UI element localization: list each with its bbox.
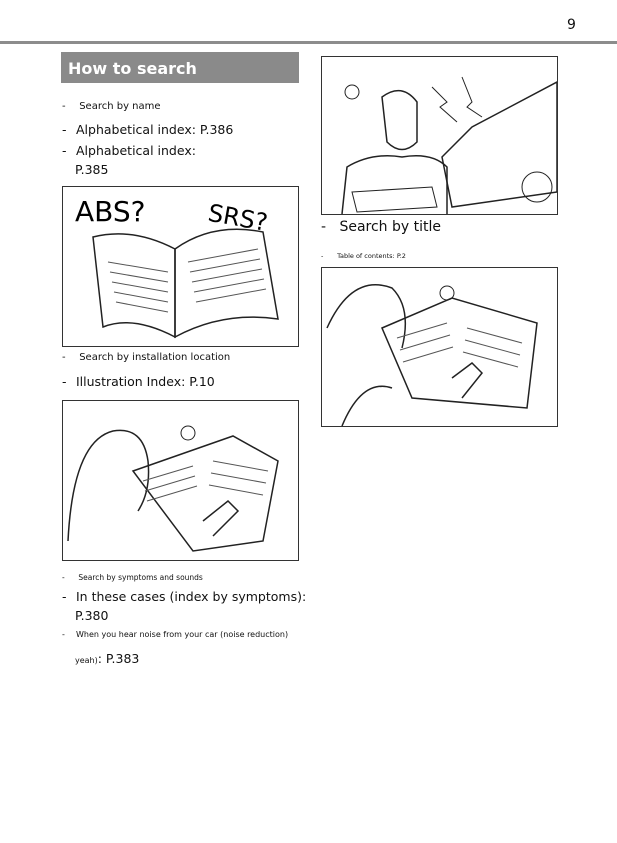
page-ref: P.385 [75, 162, 109, 177]
illustration-open-book: ABS? SRS? [62, 186, 299, 347]
list-item: - Table of contents: P.2 [321, 252, 406, 260]
list-item: -In these cases (index by symptoms): [62, 589, 307, 604]
page-ref: yeah): P.383 [75, 651, 140, 666]
list-item: - Search by installation location [62, 352, 231, 363]
illustration-label: ABS? [75, 195, 146, 228]
list-item: -Illustration Index: P.10 [62, 374, 215, 389]
section-header: How to search [61, 52, 299, 83]
header-rule [0, 41, 617, 44]
list-item: -Alphabetical index: [62, 143, 196, 158]
list-item: - Search by symptoms and sounds [62, 573, 203, 582]
list-item: -Alphabetical index: P.386 [62, 122, 234, 137]
list-item: -When you hear noise from your car (nois… [62, 630, 289, 639]
section-title: How to search [68, 59, 197, 78]
illustration-reading-book [321, 267, 558, 427]
list-item: - Search by name [62, 101, 161, 112]
page-number: 9 [567, 17, 576, 33]
list-item: - Search by title [321, 219, 441, 235]
illustration-man-with-car [321, 56, 558, 215]
illustration-reading-person [62, 400, 299, 561]
page-ref: P.380 [75, 608, 109, 623]
